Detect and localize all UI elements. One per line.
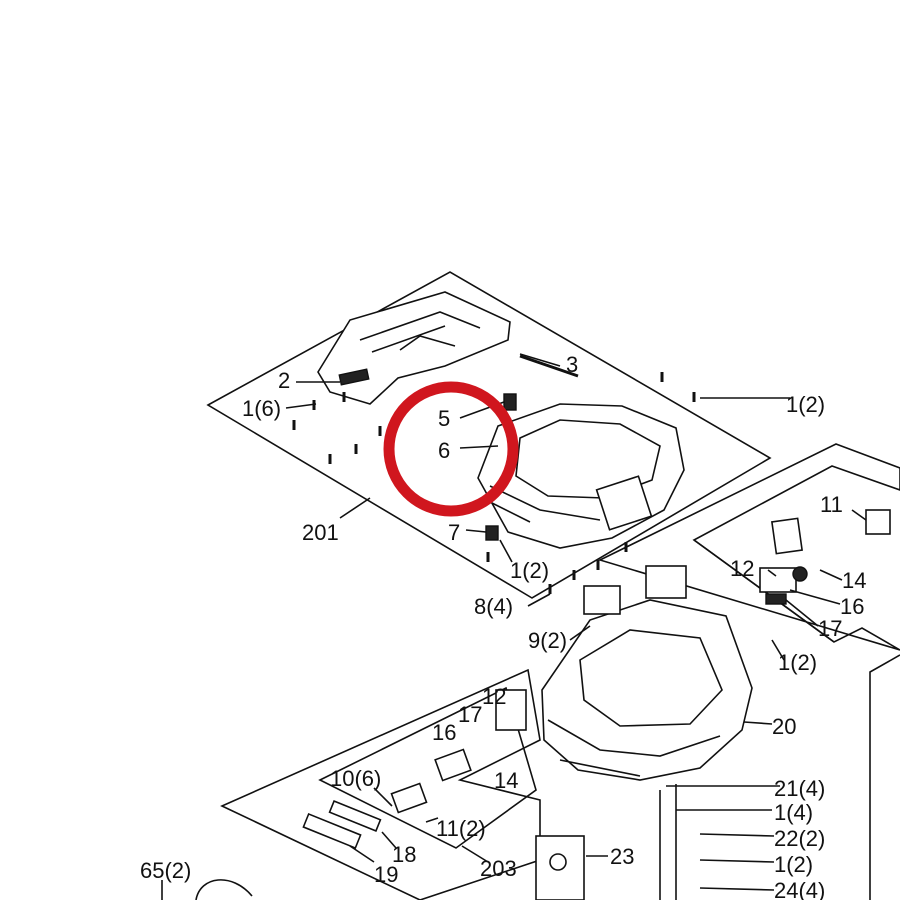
callout-1-2-top: 1(2): [786, 392, 825, 417]
part-5: [503, 393, 517, 411]
callout-17-b: 17: [458, 702, 482, 727]
callout-10-6: 10(6): [330, 766, 381, 791]
frame-body: [477, 403, 685, 549]
callout-1-4: 1(4): [774, 800, 813, 825]
callout-18: 18: [392, 842, 416, 867]
callout-16-b: 16: [432, 720, 456, 745]
callout-22-2: 22(2): [774, 826, 825, 851]
callout-14-a: 14: [842, 568, 866, 593]
part-7-clip: [485, 525, 499, 541]
callout-17-a: 17: [818, 616, 842, 641]
callout-11-2: 11(2): [436, 816, 486, 841]
callout-20: 20: [772, 714, 796, 739]
highlight-circle: [383, 381, 519, 517]
assembly-203-outline: [220, 668, 541, 900]
callout-7: 7: [448, 520, 460, 545]
callout-5: 5: [438, 406, 450, 431]
callout-6: 6: [438, 438, 450, 463]
part-65-hose: [195, 879, 253, 900]
callout-16-a: 16: [840, 594, 864, 619]
callout-9-2: 9(2): [528, 628, 567, 653]
callout-203: 203: [480, 856, 517, 881]
callout-21-4: 21(4): [774, 776, 825, 801]
callout-11-a: 11: [820, 492, 843, 517]
callout-23: 23: [610, 844, 634, 869]
callout-14-b: 14: [494, 768, 518, 793]
right-frame-outline: [869, 654, 900, 900]
callout-201: 201: [302, 520, 339, 545]
callout-12-b: 12: [482, 684, 506, 709]
callout-8-4: 8(4): [474, 594, 513, 619]
callout-1-2-mid: 1(2): [510, 558, 549, 583]
part-2-top-cover: [317, 291, 511, 405]
callout-1-2-right: 1(2): [778, 650, 817, 675]
part-20-chassis: [541, 565, 753, 781]
callout-12-a: 12: [730, 556, 754, 581]
callout-19: 19: [374, 862, 398, 887]
right-subassembly-outline: [597, 443, 900, 651]
part-3-rod: [519, 354, 579, 378]
callout-65-2: 65(2): [140, 858, 191, 883]
right-box-parts: [759, 509, 891, 605]
callout-24-4: 24(4): [774, 878, 825, 900]
callout-1-2-bottom: 1(2): [774, 852, 813, 877]
callout-labels: 3 2 1(2) 1(6) 5 6 201 7 1(2) 8(4) 11 12 …: [140, 352, 866, 900]
callout-2: 2: [278, 368, 290, 393]
callout-1-6: 1(6): [242, 396, 281, 421]
assembly-203-parts: [302, 689, 527, 850]
part-23-plate: [535, 835, 585, 900]
callout-3: 3: [566, 352, 578, 377]
